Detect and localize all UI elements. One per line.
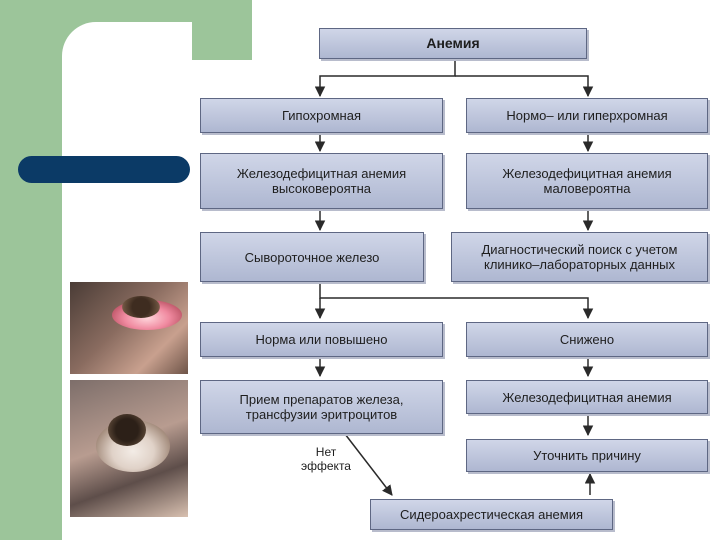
node-anemia: Анемия xyxy=(319,28,587,59)
slide-accent-bar xyxy=(18,156,190,183)
slide-accent-left xyxy=(0,60,62,540)
node-serum-iron: Сывороточное железо xyxy=(200,232,424,282)
node-sideroachrestic-anemia: Сидероахрестическая анемия xyxy=(370,499,613,530)
node-diagnostic-search: Диагностический поиск с учетом клинико–л… xyxy=(451,232,708,282)
node-decreased: Снижено xyxy=(466,322,708,357)
node-iron-therapy: Прием препаратов железа, трансфузии эрит… xyxy=(200,380,443,434)
node-ida-unlikely: Железодефицитная анемия маловероятна xyxy=(466,153,708,209)
node-ida-likely: Железодефицитная анемия высоковероятна xyxy=(200,153,443,209)
eye-iris xyxy=(122,296,160,318)
node-ida-confirmed: Железодефицитная анемия xyxy=(466,380,708,414)
photo-eye-pale xyxy=(70,380,188,517)
node-clarify-cause: Уточнить причину xyxy=(466,439,708,472)
node-normo-hyperchromic: Нормо– или гиперхромная xyxy=(466,98,708,133)
photo-eye-conjunctiva xyxy=(70,282,188,374)
node-normal-or-high: Норма или повышено xyxy=(200,322,443,357)
slide-accent-strip xyxy=(190,0,252,22)
eye-iris xyxy=(108,414,146,446)
node-hypochromic: Гипохромная xyxy=(200,98,443,133)
no-effect-label: Нет эффекта xyxy=(301,445,351,473)
